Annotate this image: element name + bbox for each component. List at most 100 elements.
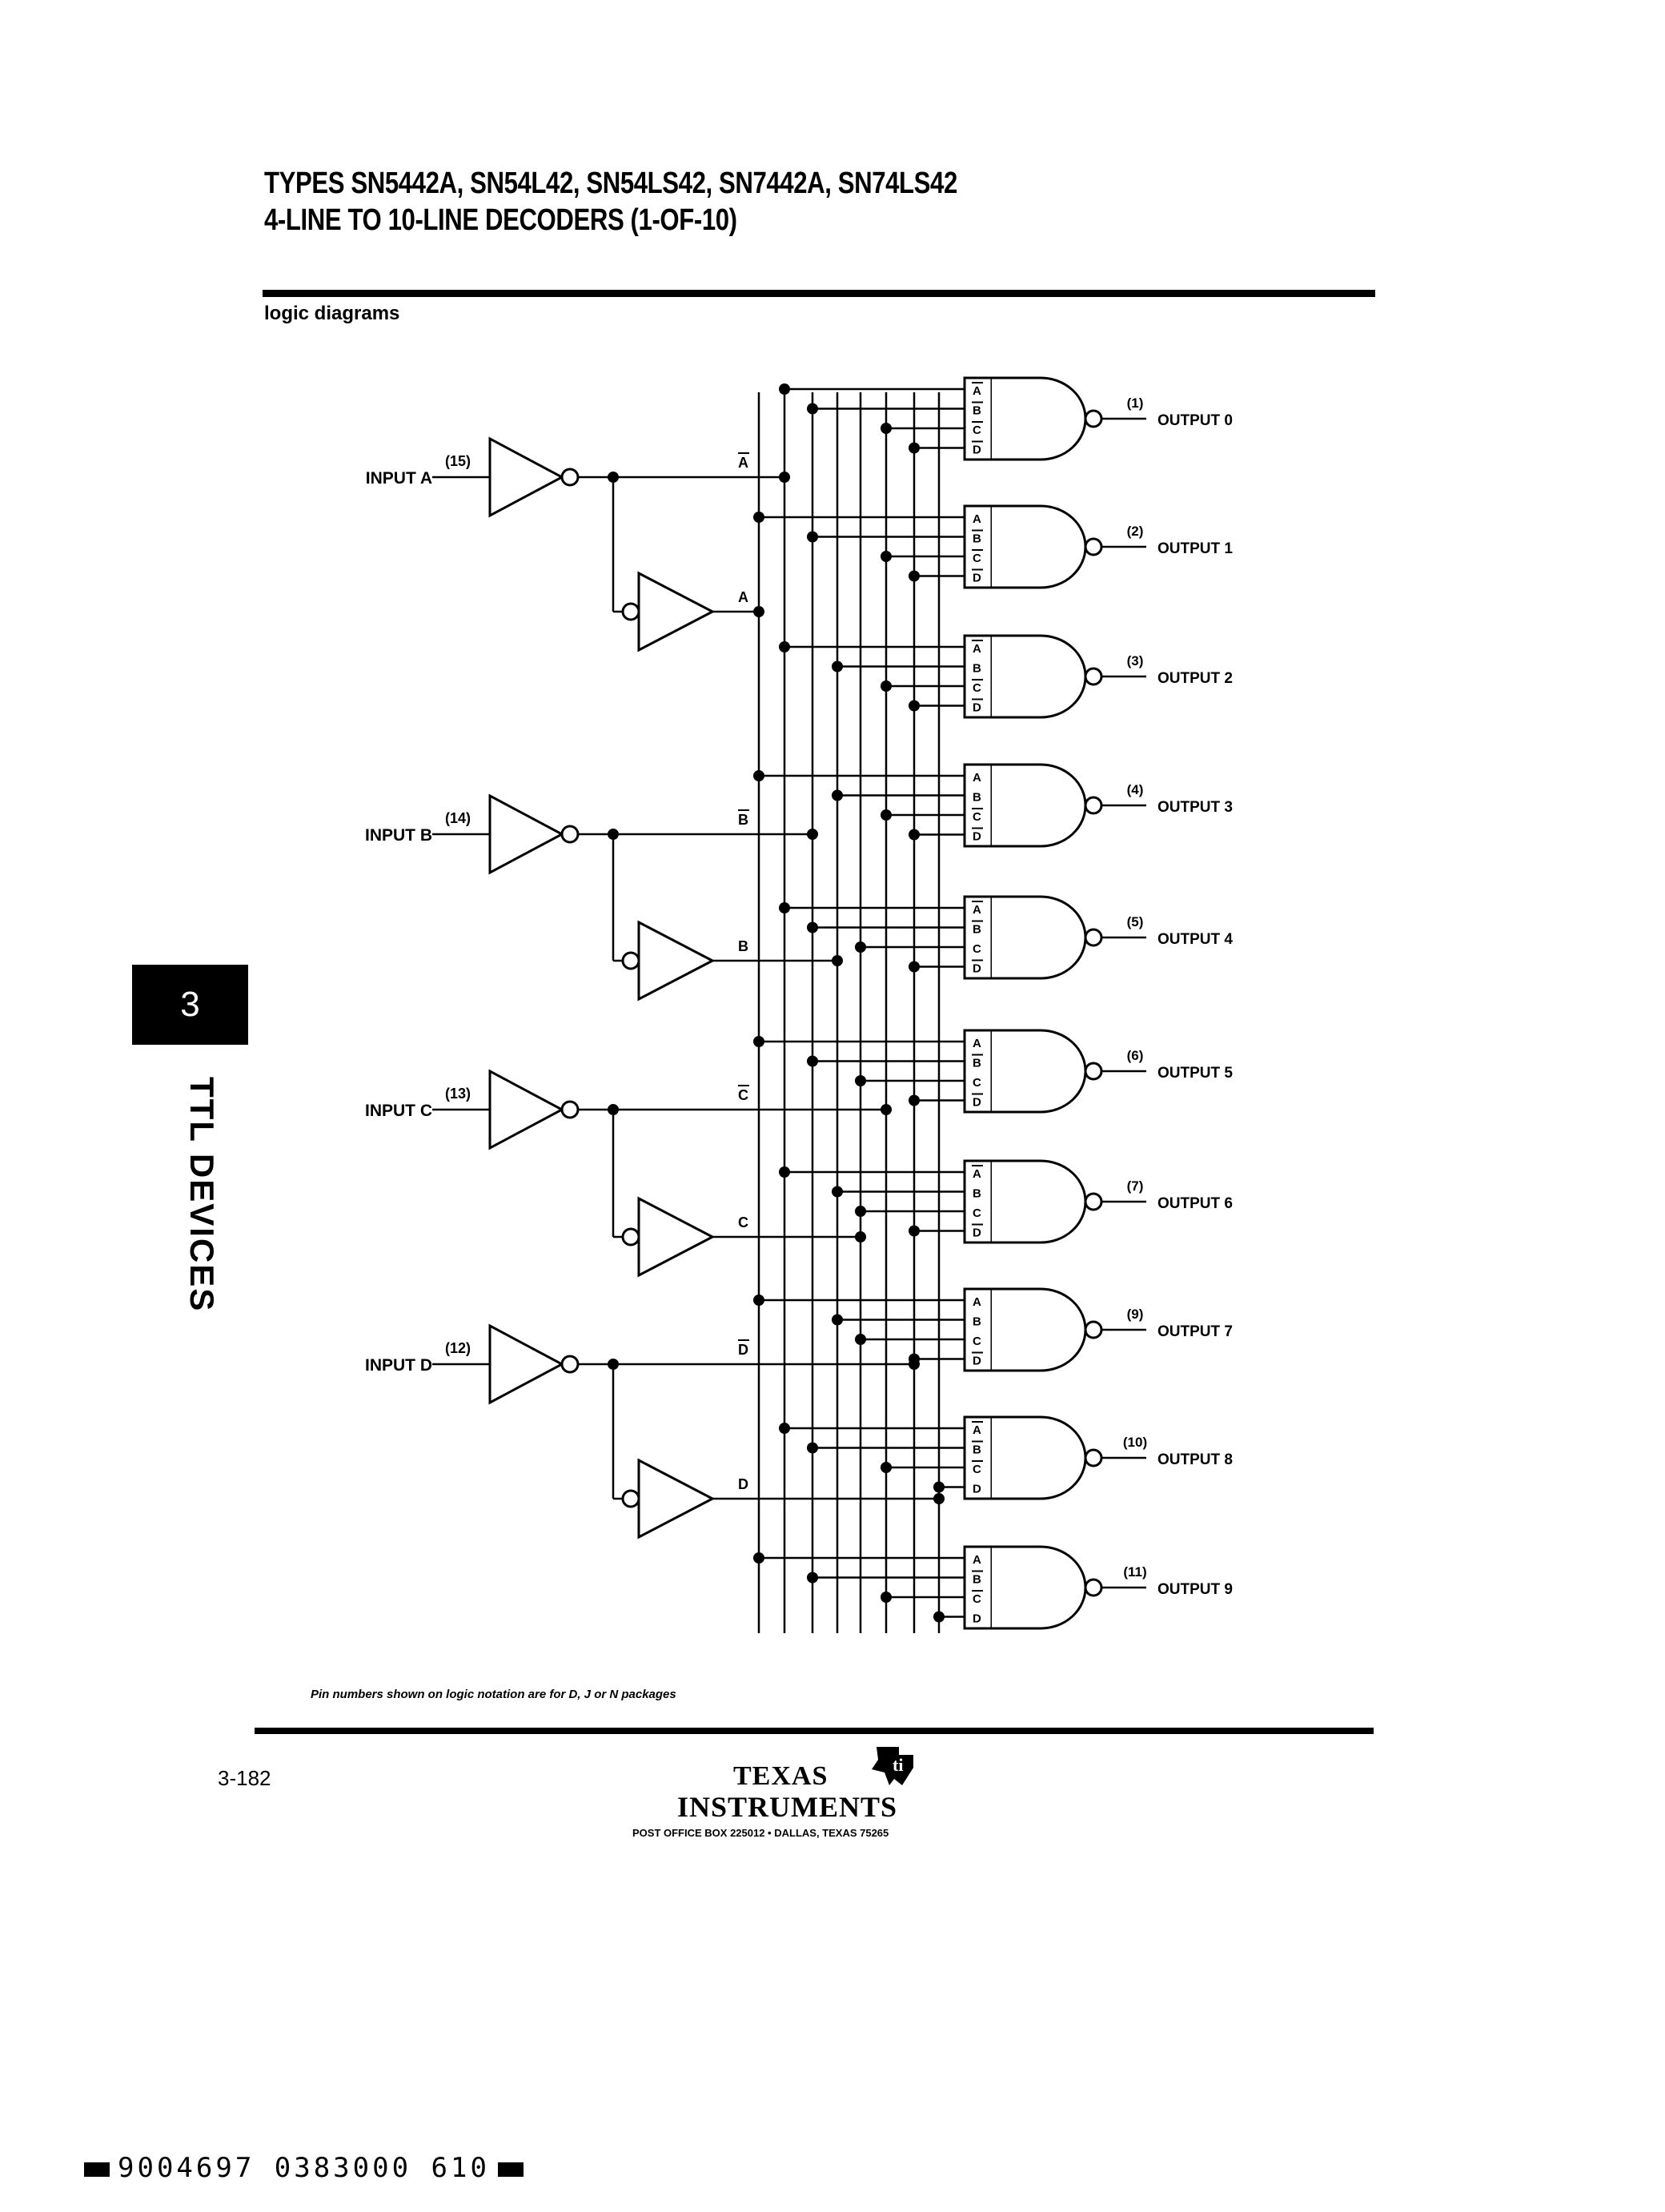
output-label: OUTPUT 4 (1157, 931, 1233, 948)
gate-input-box (963, 1159, 993, 1244)
junction-dot (855, 1334, 866, 1345)
gate-pin-label: B (973, 1573, 981, 1587)
output-label: OUTPUT 5 (1157, 1065, 1233, 1082)
junction-dot (933, 1481, 945, 1493)
junction-dot (909, 700, 920, 712)
output-pin: (4) (1127, 782, 1144, 797)
junction-dot (933, 1611, 945, 1623)
junction-dot (779, 641, 790, 652)
gate-pin-label: A (973, 1423, 981, 1437)
gate-pin-label: A (973, 903, 981, 917)
junction-dot (753, 1552, 764, 1564)
junction-dot (753, 1036, 764, 1047)
page-title-line2: 4-LINE TO 10-LINE DECODERS (1-OF-10) (264, 203, 737, 237)
output-pin: (9) (1127, 1307, 1144, 1322)
inverter-symbol (637, 1458, 716, 1540)
nand-gate (992, 1159, 1087, 1244)
gate-pin-label: A (973, 1553, 981, 1567)
section-label: logic diagrams (264, 303, 400, 324)
inverter-symbol (637, 571, 716, 652)
junction-dot (881, 1104, 892, 1115)
inversion-bubble (621, 1227, 640, 1247)
gate-pin-label: B (973, 532, 981, 546)
signal-label: C (738, 1214, 748, 1230)
brand-instruments: INSTRUMENTS (677, 1791, 898, 1823)
output-label: OUTPUT 3 (1157, 799, 1233, 816)
junction-dot (881, 1592, 892, 1603)
signal-label: B (738, 812, 748, 828)
header-rule (263, 290, 1375, 297)
junction-dot (881, 551, 892, 562)
junction-dot (807, 1572, 818, 1584)
junction-dot (855, 1231, 866, 1242)
barcode-mark-left (84, 2162, 110, 2177)
gate-pin-label: C (973, 1206, 981, 1220)
nand-gate (992, 895, 1087, 980)
input-label: INPUT A (366, 469, 432, 488)
gate-pin-label: A (973, 512, 981, 526)
junction-dot (807, 921, 818, 933)
input-label: INPUT D (365, 1356, 432, 1375)
junction-dot (832, 955, 843, 966)
gate-pin-label: D (973, 701, 981, 715)
inversion-bubble (1084, 1578, 1103, 1597)
gate-input-box (963, 504, 993, 589)
gate-pin-label: A (973, 642, 981, 656)
gate-pin-label: A (973, 1037, 981, 1050)
gate-pin-label: D (973, 1355, 981, 1368)
junction-dot (909, 1353, 920, 1365)
inversion-bubble (560, 825, 580, 844)
gate-input-box (963, 895, 993, 980)
junction-dot (779, 383, 790, 395)
junction-dot (909, 570, 920, 582)
inversion-bubble (1084, 1448, 1103, 1467)
gate-pin-label: D (973, 444, 981, 457)
inverter-symbol (637, 1196, 716, 1278)
input-pin: (12) (445, 1340, 471, 1356)
output-pin: (5) (1127, 914, 1144, 929)
inverter-symbol (488, 1069, 565, 1150)
junction-dot (807, 1442, 818, 1454)
junction-dot (881, 423, 892, 434)
output-pin: (6) (1127, 1048, 1144, 1063)
inversion-bubble (1084, 1320, 1103, 1339)
gate-pin-label: B (973, 923, 981, 937)
junction-dot (753, 770, 764, 781)
junction-dot (753, 512, 764, 523)
ti-logo-icon: ti (872, 1747, 913, 1785)
junction-dot (855, 1206, 866, 1217)
inversion-bubble (1084, 537, 1103, 556)
signal-label: A (738, 589, 748, 605)
output-label: OUTPUT 8 (1157, 1451, 1233, 1468)
junction-dot (753, 1295, 764, 1306)
signal-label: A (738, 455, 748, 471)
junction-dot (608, 1104, 619, 1115)
junction-dot (807, 403, 818, 415)
gate-pin-label: D (973, 1612, 981, 1626)
gate-input-box (963, 763, 993, 848)
output-pin: (3) (1127, 653, 1144, 668)
junction-dot (909, 1094, 920, 1106)
nand-gate (992, 376, 1087, 461)
output-label: OUTPUT 9 (1157, 1581, 1233, 1598)
junction-dot (832, 1314, 843, 1326)
gate-pin-label: A (973, 384, 981, 398)
gate-pin-label: B (973, 1187, 981, 1201)
junction-dot (909, 829, 920, 841)
output-label: OUTPUT 1 (1157, 540, 1233, 557)
gate-pin-label: B (973, 404, 981, 418)
junction-dot (881, 680, 892, 692)
pin-number-note: Pin numbers shown on logic notation are … (311, 1688, 676, 1701)
inversion-bubble (1084, 409, 1103, 428)
inverter-symbol (637, 920, 716, 1002)
barcode-line: 9004697 0383000 610 (76, 2152, 532, 2184)
output-pin: (7) (1127, 1178, 1144, 1194)
junction-dot (779, 902, 790, 913)
gate-pin-label: D (973, 572, 981, 585)
junction-dot (832, 789, 843, 801)
input-pin: (13) (445, 1086, 471, 1102)
gate-pin-label: C (973, 1335, 981, 1348)
company-address: POST OFFICE BOX 225012 • DALLAS, TEXAS 7… (632, 1827, 889, 1839)
junction-dot (855, 1075, 866, 1086)
